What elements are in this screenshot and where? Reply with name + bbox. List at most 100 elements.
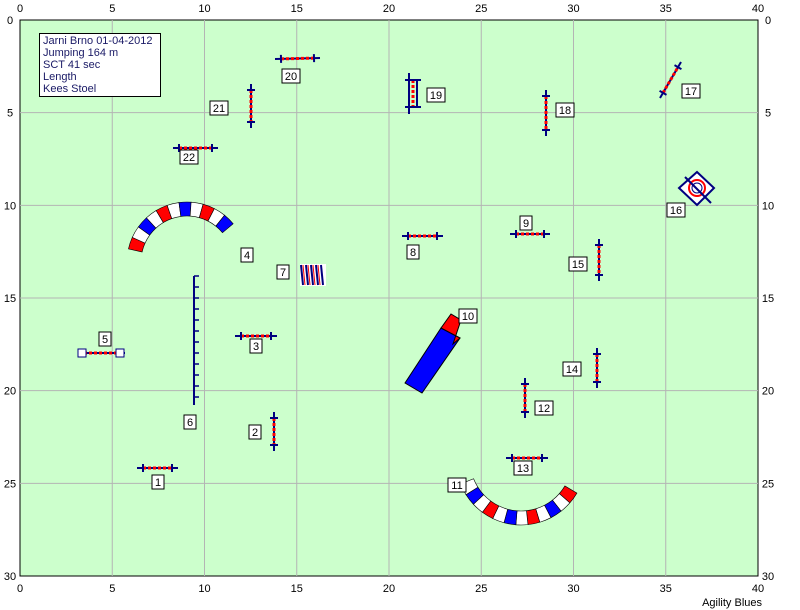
x-tick-bottom: 20 [383, 583, 395, 595]
y-tick-right: 0 [765, 15, 771, 27]
jump-bar [270, 412, 278, 451]
obstacle-number: 1 [155, 477, 161, 489]
x-tick-bottom: 25 [475, 583, 487, 595]
tyre-16 [677, 170, 716, 207]
obstacle-number: 3 [253, 341, 259, 353]
obstacle-label: 22 [179, 149, 199, 165]
x-tick-bottom: 5 [109, 583, 115, 595]
obstacle-label: 16 [666, 202, 686, 218]
info-line-4: Length [43, 71, 77, 83]
y-tick-right: 30 [762, 571, 774, 583]
x-tick-top: 5 [109, 3, 115, 15]
chute-10 [404, 313, 462, 394]
obstacle-number: 11 [451, 480, 462, 492]
obstacle-number: 18 [559, 105, 571, 117]
obstacle-label: 1 [151, 474, 165, 490]
brand-label: Agility Blues [702, 597, 762, 609]
obstacle-number: 5 [102, 334, 108, 346]
x-tick-bottom: 30 [567, 583, 579, 595]
jump-bars [77, 54, 682, 472]
grid-lines [20, 20, 758, 576]
y-tick-right: 20 [762, 386, 774, 398]
jump-bar [402, 232, 443, 240]
x-tick-top: 35 [660, 3, 672, 15]
jump-bar [542, 90, 550, 136]
jump-bar [659, 61, 682, 99]
info-line-1: Jarni Brno 01-04-2012 [43, 35, 153, 47]
tunnel-segment [215, 214, 234, 234]
jump-bar [274, 54, 321, 63]
x-tick-top: 25 [475, 3, 487, 15]
y-tick-left: 0 [7, 15, 13, 27]
jump-bar [595, 239, 603, 281]
x-tick-top: 0 [17, 3, 23, 15]
y-tick-right: 10 [762, 200, 774, 212]
x-tick-bottom: 40 [752, 583, 764, 595]
jump-bar [247, 84, 255, 128]
obstacle-label: 20 [281, 68, 301, 84]
obstacle-number: 19 [430, 90, 442, 102]
x-tick-top: 15 [291, 3, 303, 15]
y-tick-left: 5 [7, 108, 13, 120]
obstacle-label: 14 [562, 361, 582, 377]
obstacle-number: 15 [572, 259, 584, 271]
y-tick-left: 15 [4, 293, 16, 305]
x-tick-top: 40 [752, 3, 764, 15]
x-tick-bottom: 0 [17, 583, 23, 595]
jump-5-cap [115, 348, 125, 358]
tunnel-segment [178, 201, 192, 217]
x-tick-bottom: 15 [291, 583, 303, 595]
obstacle-label: 5 [98, 331, 112, 347]
obstacle-label: 2 [248, 424, 262, 440]
obstacle-label: 4 [240, 247, 254, 263]
y-tick-left: 25 [4, 478, 16, 490]
obstacle-number: 6 [187, 417, 193, 429]
obstacle-number: 8 [410, 247, 416, 259]
info-line-5: Kees Stoel [43, 83, 97, 95]
jump-bar [593, 348, 601, 388]
obstacle-number: 2 [252, 427, 258, 439]
obstacle-label: 12 [534, 400, 554, 416]
x-tick-top: 20 [383, 3, 395, 15]
course-info-box: Jarni Brno 01-04-2012 Jumping 164 m SCT … [39, 33, 161, 97]
jump-bar [510, 230, 550, 238]
obstacle-label: 15 [568, 256, 588, 272]
x-tick-top: 10 [198, 3, 210, 15]
obstacle-number: 22 [183, 152, 195, 164]
obstacle-label: 7 [276, 264, 290, 280]
y-tick-right: 15 [762, 293, 774, 305]
jump-bar [137, 464, 178, 472]
obstacle-label: 13 [513, 460, 533, 476]
obstacle-number: 14 [566, 364, 578, 376]
obstacle-label: 21 [209, 100, 229, 116]
obstacle-number: 13 [517, 463, 529, 475]
tunnel-segment [515, 510, 529, 526]
jump-5-cap [77, 348, 87, 358]
obstacle-label: 19 [426, 87, 446, 103]
y-tick-left: 10 [4, 200, 16, 212]
jump-bar [506, 454, 548, 462]
tunnel-4 [128, 201, 234, 253]
x-tick-top: 30 [567, 3, 579, 15]
obstacle-number: 21 [213, 103, 225, 115]
obstacle-label: 6 [183, 414, 197, 430]
obstacle-label: 3 [249, 338, 263, 354]
obstacle-number: 17 [685, 86, 697, 98]
jump-19 [405, 73, 421, 114]
y-tick-left: 20 [4, 386, 16, 398]
jump-bar [521, 378, 529, 418]
x-tick-bottom: 10 [198, 583, 210, 595]
y-tick-right: 25 [762, 478, 774, 490]
obstacle-number: 16 [670, 205, 682, 217]
obstacle-number: 20 [285, 71, 297, 83]
info-line-3: SCT 41 sec [43, 59, 101, 71]
jump-bar [173, 144, 218, 152]
weave-pole-marks [194, 275, 199, 398]
obstacle-label: 8 [406, 244, 420, 260]
obstacle-label: 17 [681, 83, 701, 99]
obstacle-label: 9 [519, 215, 533, 231]
